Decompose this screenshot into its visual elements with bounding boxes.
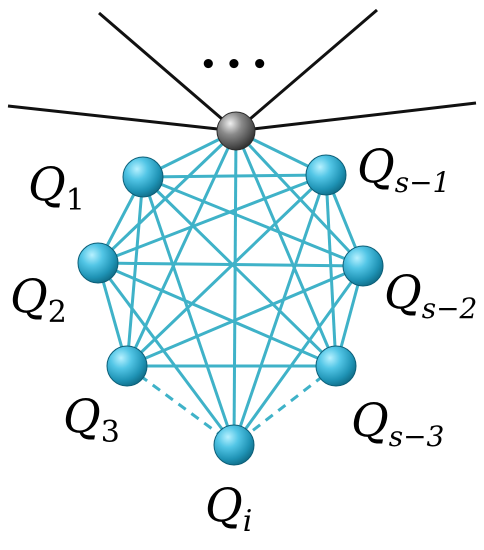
label-q3-sub: 3 <box>101 415 120 450</box>
label-qi-main: Q <box>205 478 243 532</box>
outer-edge <box>7 104 237 133</box>
edge <box>96 129 238 265</box>
label-q2: Q2 <box>10 269 67 330</box>
edge <box>97 261 364 268</box>
edge <box>97 261 337 368</box>
edge <box>141 175 338 368</box>
edge <box>125 173 328 368</box>
node-qs2 <box>342 245 384 287</box>
edge <box>125 176 145 367</box>
edge <box>126 264 364 368</box>
label-qs1-main: Q <box>357 139 395 193</box>
label-qi-sub: i <box>243 504 253 539</box>
svg-text:Qs−3: Qs−3 <box>351 393 444 453</box>
svg-text:Qs−1: Qs−1 <box>357 139 450 199</box>
label-qs3-sub: s−3 <box>389 420 445 453</box>
label-q2-sub: 2 <box>48 295 67 330</box>
label-qi: Qi <box>205 478 252 539</box>
label-q3-main: Q <box>63 389 101 443</box>
edge <box>232 174 328 446</box>
dashed-edge <box>233 364 337 447</box>
edge <box>97 173 327 265</box>
edge <box>232 130 238 446</box>
label-q3: Q3 <box>63 389 120 450</box>
edge <box>141 176 236 446</box>
label-qs1-sub: s−1 <box>395 166 451 199</box>
node-qi <box>213 424 255 466</box>
outer-edge <box>235 101 477 133</box>
label-q2-main: Q <box>10 269 48 323</box>
outer-edge <box>98 11 237 133</box>
label-qs2-sub: s−2 <box>422 292 478 325</box>
svg-text:Qi: Qi <box>205 478 252 539</box>
node-hub <box>216 111 256 151</box>
dashed-edge <box>126 364 235 447</box>
node-q2 <box>77 242 119 284</box>
svg-text:Q1: Q1 <box>28 157 85 218</box>
edge <box>232 265 365 446</box>
label-qs2-main: Q <box>384 265 422 319</box>
node-qs3 <box>315 345 357 387</box>
svg-text:Q3: Q3 <box>63 389 120 450</box>
label-q1-sub: 1 <box>66 183 85 218</box>
outer-edges <box>7 8 477 133</box>
label-qs2: Qs−2 <box>384 265 477 325</box>
edge <box>324 174 338 367</box>
ellipsis: • • • <box>200 50 268 80</box>
label-qs3: Qs−3 <box>351 393 444 453</box>
svg-text:Qs−2: Qs−2 <box>384 265 477 325</box>
node-q1 <box>122 156 164 198</box>
dashed-edges <box>126 364 337 447</box>
edge <box>142 175 364 268</box>
outer-edge <box>235 8 378 133</box>
svg-text:Q2: Q2 <box>10 269 67 330</box>
label-q1: Q1 <box>28 157 85 218</box>
label-qs3-main: Q <box>351 393 389 447</box>
nodes <box>77 111 384 466</box>
edge <box>142 173 327 179</box>
node-q3 <box>106 345 148 387</box>
node-qs1 <box>305 154 347 196</box>
label-q1-main: Q <box>28 157 66 211</box>
edge <box>96 262 236 446</box>
label-qs1: Qs−1 <box>357 139 450 199</box>
